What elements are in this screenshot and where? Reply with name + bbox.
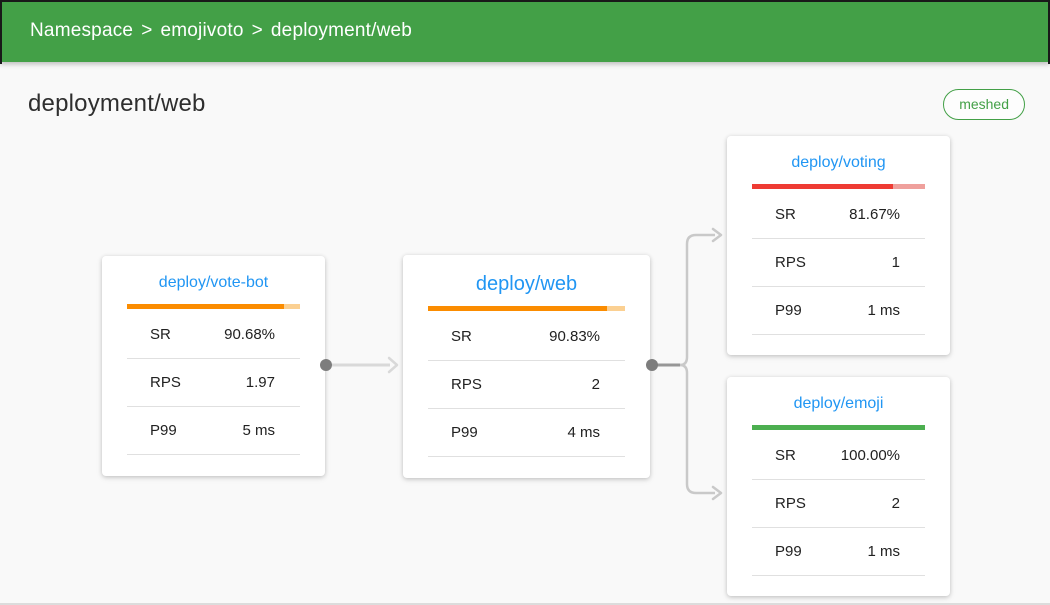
metric-label: P99 — [775, 302, 802, 319]
metric-row-rps: RPS 1.97 — [127, 359, 300, 407]
edge-web-to-emoji — [680, 365, 715, 493]
metric-label: SR — [150, 326, 171, 343]
node-link-web[interactable]: deploy/web — [403, 272, 650, 297]
node-link-vote-bot[interactable]: deploy/vote-bot — [102, 273, 325, 293]
metric-label: RPS — [451, 376, 482, 393]
metric-value: 90.68% — [224, 326, 275, 343]
metric-table: SR 100.00% RPS 2 P99 1 ms — [752, 432, 925, 576]
metric-row-p99: P99 1 ms — [752, 287, 925, 335]
success-rate-bar — [127, 304, 300, 309]
metric-label: RPS — [775, 495, 806, 512]
node-link-voting[interactable]: deploy/voting — [727, 153, 950, 173]
metric-label: RPS — [775, 254, 806, 271]
success-rate-bar-fill — [752, 425, 925, 430]
metric-value: 2 — [892, 495, 900, 512]
success-rate-bar-fill — [127, 304, 284, 309]
node-link-emoji[interactable]: deploy/emoji — [727, 394, 950, 414]
edge-arrowhead-icon — [389, 358, 397, 372]
metric-row-sr: SR 81.67% — [752, 191, 925, 239]
metric-label: P99 — [775, 543, 802, 560]
metric-label: RPS — [150, 374, 181, 391]
window-edge-left — [0, 0, 2, 64]
edge-arrowhead-icon — [713, 229, 721, 241]
metric-row-sr: SR 90.83% — [428, 313, 625, 361]
metric-value: 1.97 — [246, 374, 275, 391]
success-rate-bar — [428, 306, 625, 311]
breadcrumb-emojivoto[interactable]: emojivoto — [160, 20, 243, 42]
app-header: Namespace > emojivoto > deployment/web — [0, 0, 1050, 62]
metric-label: SR — [775, 206, 796, 223]
node-card-web: deploy/web SR 90.83% RPS 2 P99 4 ms — [403, 255, 650, 478]
metric-label: SR — [451, 328, 472, 345]
node-card-voting: deploy/voting SR 81.67% RPS 1 P99 1 ms — [727, 136, 950, 355]
window-edge-top — [0, 0, 1050, 2]
success-rate-bar-fill — [752, 184, 893, 189]
metric-row-p99: P99 5 ms — [127, 407, 300, 455]
metric-label: SR — [775, 447, 796, 464]
breadcrumb-deployment-web: deployment/web — [271, 20, 412, 42]
metric-row-rps: RPS 2 — [752, 480, 925, 528]
metric-value: 5 ms — [242, 422, 275, 439]
breadcrumb: Namespace > emojivoto > deployment/web — [30, 20, 412, 42]
node-card-emoji: deploy/emoji SR 100.00% RPS 2 P99 1 ms — [727, 377, 950, 596]
metric-table: SR 90.68% RPS 1.97 P99 5 ms — [127, 311, 300, 455]
metric-value: 2 — [592, 376, 600, 393]
metric-table: SR 81.67% RPS 1 P99 1 ms — [752, 191, 925, 335]
metric-value: 81.67% — [849, 206, 900, 223]
metric-row-sr: SR 100.00% — [752, 432, 925, 480]
metric-value: 4 ms — [567, 424, 600, 441]
breadcrumb-separator: > — [141, 20, 152, 42]
page-title: deployment/web — [28, 90, 206, 118]
metric-value: 100.00% — [841, 447, 900, 464]
edge-web-to-voting — [680, 235, 715, 365]
metric-label: P99 — [451, 424, 478, 441]
breadcrumb-namespace[interactable]: Namespace — [30, 20, 133, 42]
breadcrumb-separator: > — [252, 20, 263, 42]
metric-row-p99: P99 1 ms — [752, 528, 925, 576]
metric-row-sr: SR 90.68% — [127, 311, 300, 359]
metric-row-p99: P99 4 ms — [428, 409, 625, 457]
edge-arrowhead-icon — [713, 487, 721, 499]
metric-value: 1 — [892, 254, 900, 271]
metric-value: 1 ms — [867, 543, 900, 560]
metric-table: SR 90.83% RPS 2 P99 4 ms — [428, 313, 625, 457]
node-card-vote-bot: deploy/vote-bot SR 90.68% RPS 1.97 P99 5… — [102, 256, 325, 476]
success-rate-bar-fill — [428, 306, 607, 311]
success-rate-bar — [752, 425, 925, 430]
success-rate-bar — [752, 184, 925, 189]
metric-row-rps: RPS 1 — [752, 239, 925, 287]
title-row: deployment/web meshed — [0, 62, 1050, 120]
metric-value: 90.83% — [549, 328, 600, 345]
meshed-badge: meshed — [943, 89, 1025, 120]
metric-row-rps: RPS 2 — [428, 361, 625, 409]
metric-value: 1 ms — [867, 302, 900, 319]
metric-label: P99 — [150, 422, 177, 439]
